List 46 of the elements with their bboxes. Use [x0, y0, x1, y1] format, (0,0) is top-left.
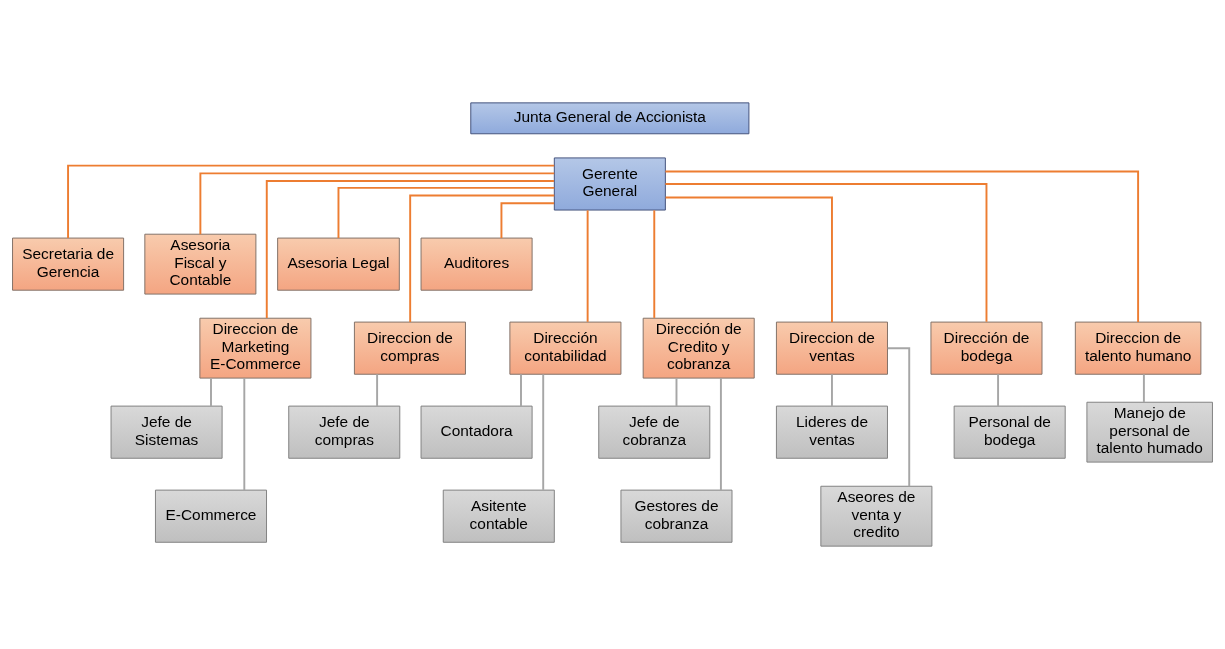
- connector: [520, 373, 522, 408]
- node-box: Direccion de Marketing E-Commerce: [199, 317, 312, 379]
- node-box: Direccion de talento humano: [1074, 321, 1202, 375]
- connector: [243, 377, 246, 491]
- connector: [376, 373, 379, 408]
- connector: [67, 164, 556, 239]
- node-box: Gestores de cobranza: [620, 489, 733, 543]
- connector: [653, 209, 656, 319]
- node-box: Personal de bodega: [953, 405, 1066, 459]
- connector: [337, 186, 556, 239]
- connector: [265, 180, 555, 319]
- node-box: Jefe de compras: [288, 405, 401, 459]
- node-box: Auditores: [420, 237, 533, 291]
- node-box: Dirección de Credito y cobranza: [642, 317, 755, 379]
- node-box: Lideres de ventas: [775, 405, 888, 459]
- node-box: E-Commerce: [154, 489, 267, 543]
- connector: [675, 377, 678, 408]
- node-box: Jefe de Sistemas: [110, 405, 223, 459]
- connector: [886, 347, 911, 488]
- connector: [719, 377, 722, 491]
- node-box: Asesoria Fiscal y Contable: [144, 233, 257, 295]
- node-box: Contadora: [420, 405, 533, 459]
- node-box: Gerente General: [553, 157, 666, 211]
- node-box: Aseores de venta y credito: [820, 485, 933, 547]
- node-box: Asitente contable: [442, 489, 555, 543]
- connector: [210, 377, 212, 408]
- node-box: Junta General de Accionista: [470, 102, 750, 135]
- node-box: Direccion de ventas: [775, 321, 888, 375]
- node-box: Secretaria de Gerencia: [12, 237, 125, 291]
- node-box: Asesoria Legal: [277, 237, 400, 291]
- node-box: Jefe de cobranza: [598, 405, 711, 459]
- connector: [831, 373, 833, 408]
- connector: [409, 194, 556, 323]
- connector: [199, 172, 556, 236]
- connector: [664, 170, 1140, 324]
- node-box: Manejo de personal de talento humado: [1086, 401, 1213, 463]
- connector: [542, 373, 545, 491]
- connector: [500, 202, 555, 239]
- connector: [664, 183, 988, 323]
- connector: [997, 373, 1000, 408]
- node-box: Dirección contabilidad: [509, 321, 622, 375]
- connector: [664, 196, 833, 323]
- node-box: Dirección de bodega: [930, 321, 1043, 375]
- connector: [1142, 373, 1145, 403]
- connector: [586, 209, 589, 323]
- node-box: Direccion de compras: [353, 321, 466, 375]
